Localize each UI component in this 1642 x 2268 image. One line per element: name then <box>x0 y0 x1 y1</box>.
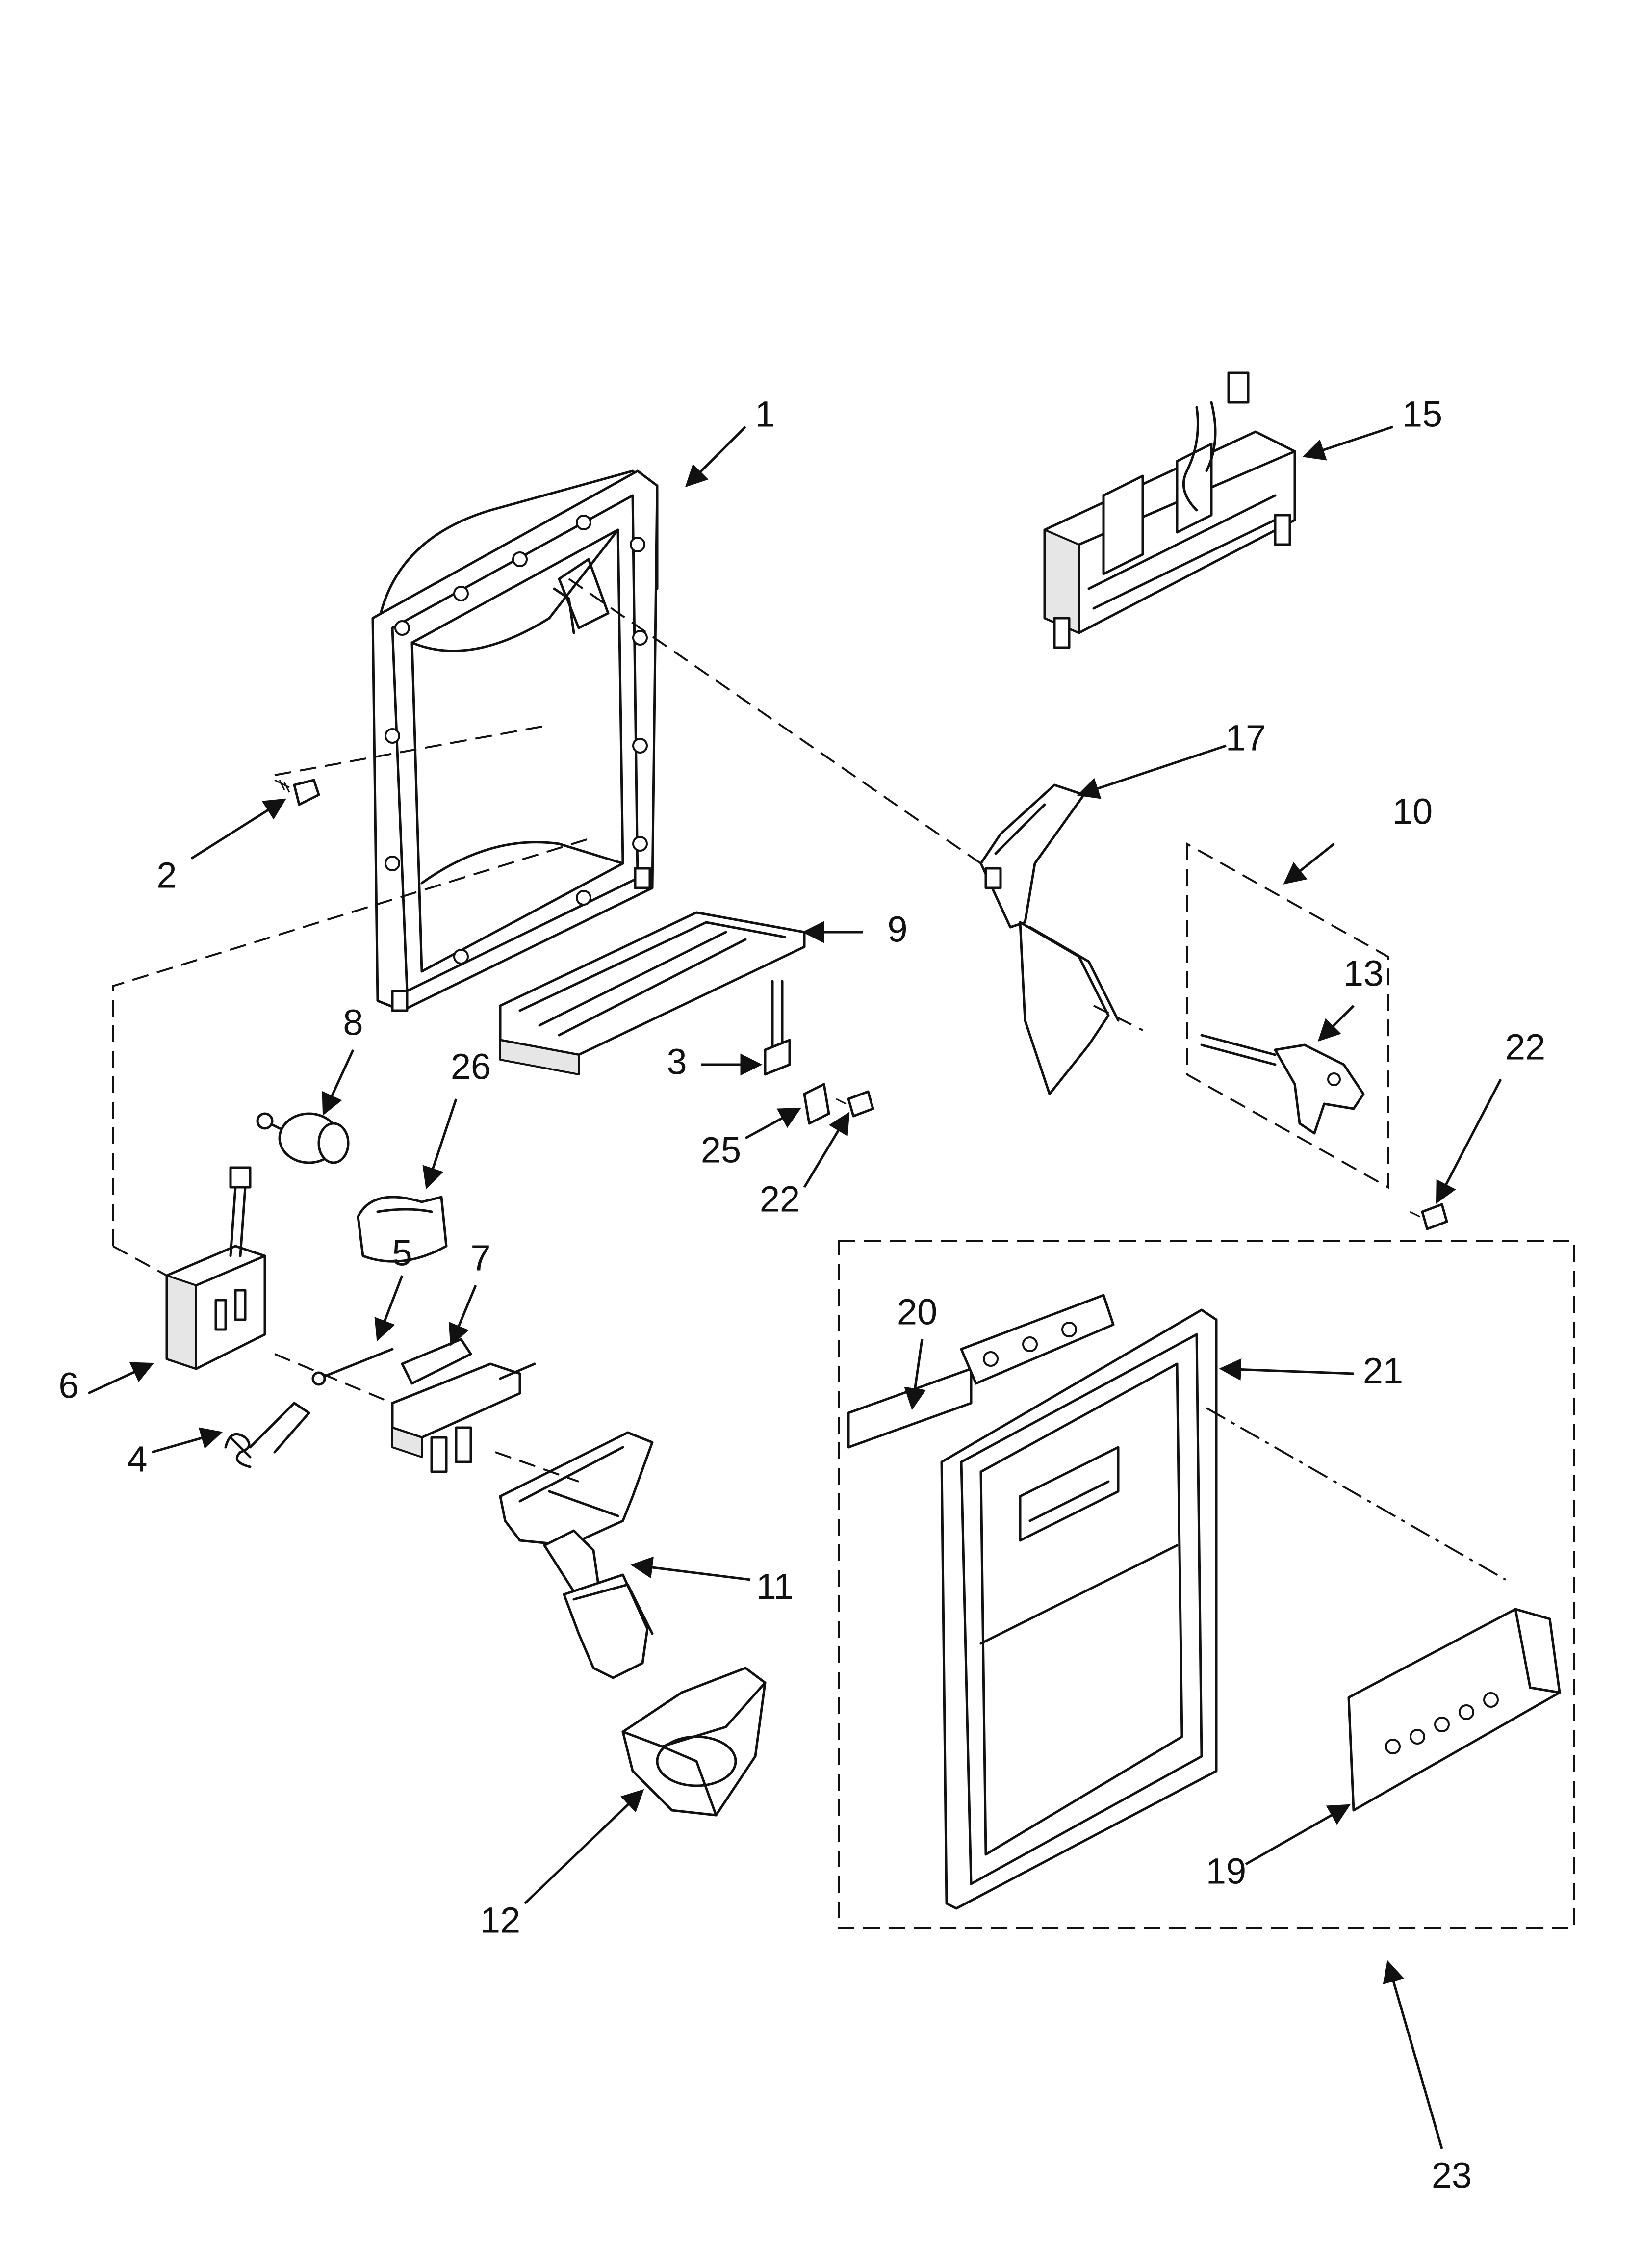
callout-7: 7 <box>470 1238 490 1278</box>
assembly-guide-lines <box>112 578 1506 1581</box>
part-23-assembly-box <box>838 1240 1575 1929</box>
callout-6: 6 <box>58 1365 78 1406</box>
callout-20: 20 <box>897 1292 937 1332</box>
part-8-motor <box>256 1112 350 1164</box>
callout-8: 8 <box>343 1002 363 1043</box>
callout-12: 12 <box>480 1900 520 1941</box>
callout-22a: 22 <box>760 1179 800 1220</box>
callout-5: 5 <box>392 1233 412 1274</box>
callout-17: 17 <box>1226 718 1266 758</box>
part-19-control-panel <box>1347 1608 1561 1812</box>
callout-23: 23 <box>1432 2155 1472 2196</box>
part-4-spring-icon <box>224 1402 310 1468</box>
callout-13: 13 <box>1343 953 1384 994</box>
callout-22b: 22 <box>1505 1027 1545 1068</box>
part-2-screw-icon <box>274 779 320 806</box>
callout-26: 26 <box>451 1046 491 1087</box>
part-10-lever-assembly-box <box>1186 842 1389 1189</box>
part-22b-screw-icon <box>1410 1203 1448 1230</box>
part-22a-screw-icon <box>836 1090 874 1118</box>
part-17-ice-actuator-arm <box>979 783 1120 1095</box>
callout-4: 4 <box>127 1439 147 1480</box>
callout-1: 1 <box>755 394 775 435</box>
callout-15: 15 <box>1402 394 1442 435</box>
callout-21: 21 <box>1363 1351 1403 1391</box>
part-25-plate <box>803 1083 830 1125</box>
callout-labels: 1 2 3 4 5 6 7 8 9 10 11 12 13 15 17 19 2… <box>58 394 1545 2196</box>
part-6-switch-module <box>165 1166 266 1370</box>
part-1-dispenser-housing <box>371 469 659 1012</box>
callout-9: 9 <box>887 909 907 950</box>
callout-2: 2 <box>156 855 177 896</box>
part-13-lever <box>1200 1034 1365 1135</box>
part-7-switch-bracket <box>391 1338 536 1473</box>
part-15-control-module <box>1043 371 1296 649</box>
part-5-pin <box>311 1348 394 1386</box>
callout-10: 10 <box>1392 791 1433 832</box>
part-3-clip <box>764 980 791 1076</box>
callout-3: 3 <box>667 1042 687 1082</box>
part-12-ice-chute <box>621 1667 767 1817</box>
part-11-water-lever <box>499 1431 654 1679</box>
part-26-cover <box>357 1196 448 1263</box>
callout-25: 25 <box>701 1130 741 1171</box>
part-9-drip-tray <box>499 911 806 1075</box>
callout-11: 11 <box>756 1566 794 1607</box>
callout-19: 19 <box>1206 1851 1246 1892</box>
part-21-front-panel <box>940 1308 1218 1910</box>
callout-leaders <box>87 425 1502 2149</box>
